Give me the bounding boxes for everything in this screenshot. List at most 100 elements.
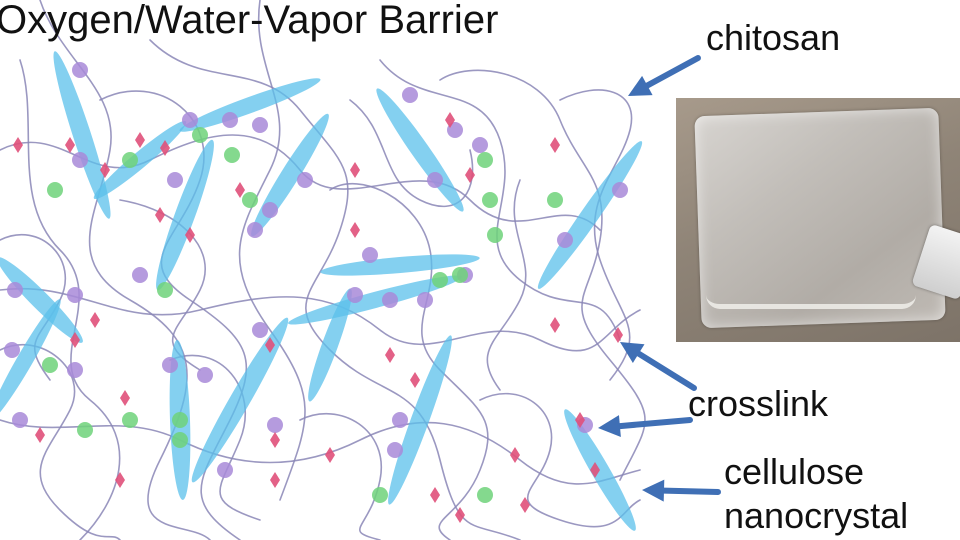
chitosan-film-photo [676, 98, 960, 342]
purple-dot [7, 282, 23, 298]
arrow-shaft [660, 487, 721, 495]
page-title: Oxygen/Water-Vapor Barrier [0, 0, 499, 42]
green-dot [482, 192, 498, 208]
chitosan-strand [329, 182, 489, 540]
crosslink-mark [115, 472, 125, 488]
chitosan-strand [238, 0, 306, 501]
crosslink-mark [445, 112, 455, 128]
green-dot [77, 422, 93, 438]
film-edge [706, 274, 916, 309]
particle-dots [4, 62, 628, 503]
crosslink-mark [155, 207, 165, 223]
crosslink-mark [550, 137, 560, 153]
crosslink-mark [65, 137, 75, 153]
nanocrystal [191, 317, 289, 483]
nanocrystal [156, 139, 214, 291]
nanocrystal [179, 78, 321, 132]
purple-dot [382, 292, 398, 308]
crosslink-mark [235, 182, 245, 198]
green-dot [172, 412, 188, 428]
nanocrystal [288, 275, 462, 325]
nanocrystal [537, 141, 643, 289]
purple-dot [612, 182, 628, 198]
crosslink-mark [270, 472, 280, 488]
purple-dot [72, 62, 88, 78]
arrow-head-icon [598, 415, 621, 438]
crosslink-mark [325, 447, 335, 463]
purple-dot [217, 462, 233, 478]
purple-dot [392, 412, 408, 428]
crosslink-mark [455, 507, 465, 523]
crosslink-mark [590, 462, 600, 478]
purple-dot [167, 172, 183, 188]
purple-dot [427, 172, 443, 188]
label-chitosan: chitosan [706, 17, 841, 58]
green-dot [224, 147, 240, 163]
crosslink-mark [550, 317, 560, 333]
arrow-shaft [644, 55, 701, 89]
chitosan-strand [39, 0, 211, 540]
purple-dot [362, 247, 378, 263]
green-dot [47, 182, 63, 198]
purple-dot [387, 442, 403, 458]
purple-dot [247, 222, 263, 238]
crosslink-mark [13, 137, 23, 153]
arrow-shaft [635, 350, 697, 391]
crosslink-mark [385, 347, 395, 363]
chitosan-strand [479, 392, 641, 528]
green-dot [42, 357, 58, 373]
crosslink-mark [350, 222, 360, 238]
green-dot [172, 432, 188, 448]
crosslink-mark [265, 337, 275, 353]
nanocrystal [388, 335, 452, 505]
crosslink-mark [35, 427, 45, 443]
green-dot [487, 227, 503, 243]
nanocrystal [53, 51, 111, 219]
green-dot [547, 192, 563, 208]
nanocrystal [376, 88, 464, 212]
crosslink-mark [510, 447, 520, 463]
purple-dot [347, 287, 363, 303]
crosslink-mark [613, 327, 623, 343]
purple-dot [182, 112, 198, 128]
chitosan-strand [486, 179, 527, 391]
arrow-head-icon [628, 75, 653, 96]
crosslink-mark [135, 132, 145, 148]
purple-dot [67, 362, 83, 378]
green-dot [477, 487, 493, 503]
chitosan-strand [169, 354, 261, 521]
chitosan-strand [349, 99, 474, 208]
crosslink-mark [160, 140, 170, 156]
green-dot [242, 192, 258, 208]
purple-dot [557, 232, 573, 248]
chitosan-strand [379, 59, 621, 341]
purple-dot [472, 137, 488, 153]
green-dot [452, 267, 468, 283]
arrow-head-icon [620, 342, 645, 363]
arrow-shaft [616, 417, 693, 430]
chitosan-strand [299, 412, 383, 540]
green-dot [477, 152, 493, 168]
cellulose-nanocrystals [0, 51, 643, 531]
purple-dot [267, 417, 283, 433]
chitosan-strand [0, 344, 121, 540]
green-dot [157, 282, 173, 298]
crosslinks [13, 112, 623, 523]
purple-dot [252, 117, 268, 133]
green-dot [122, 152, 138, 168]
chitosan-strand [19, 59, 121, 540]
nanocrystal [308, 288, 352, 402]
crosslink-mark [520, 497, 530, 513]
purple-dot [222, 112, 238, 128]
purple-dot [417, 292, 433, 308]
crosslink-mark [185, 227, 195, 243]
nanocrystal [0, 299, 61, 421]
purple-dot [132, 267, 148, 283]
purple-dot [72, 152, 88, 168]
crosslink-mark [430, 487, 440, 503]
crosslink-mark [100, 162, 110, 178]
crosslink-mark [350, 162, 360, 178]
purple-dot [252, 322, 268, 338]
purple-dot [67, 287, 83, 303]
